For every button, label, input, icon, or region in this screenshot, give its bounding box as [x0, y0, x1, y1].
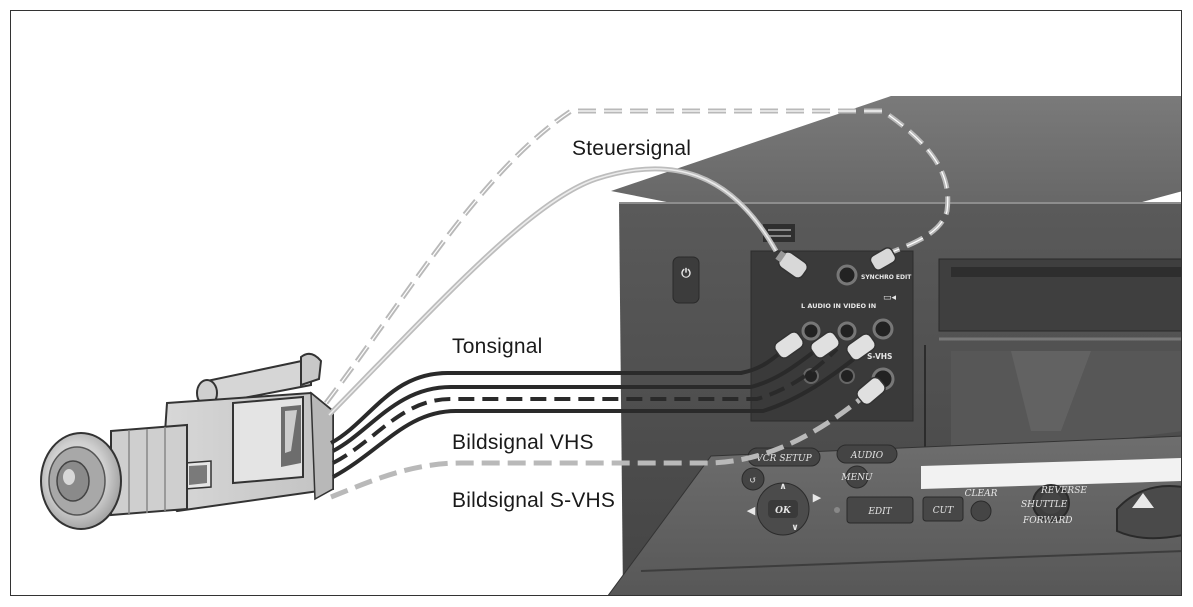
- svg-text:REVERSE: REVERSE: [1040, 486, 1087, 496]
- sync-socket[interactable]: [838, 266, 856, 284]
- camcorder: [41, 354, 333, 529]
- audio-button[interactable]: AUDIO: [837, 445, 897, 463]
- audio-right-socket[interactable]: [839, 323, 855, 339]
- svg-text:SHUTTLE: SHUTTLE: [1021, 500, 1068, 510]
- camera-symbol-icon: ▭◂: [883, 293, 897, 303]
- label-steuersignal: Steuersignal: [572, 137, 691, 161]
- ok-button[interactable]: OK: [775, 506, 792, 516]
- audio-left-socket[interactable]: [803, 323, 819, 339]
- svg-text:EDIT: EDIT: [867, 507, 892, 517]
- svg-text:CLEAR: CLEAR: [965, 489, 998, 499]
- svg-text:AUDIO: AUDIO: [850, 451, 884, 461]
- audio-video-label: L AUDIO IN VIDEO IN: [801, 302, 876, 310]
- nav-right-icon[interactable]: ▶: [813, 491, 822, 504]
- return-button[interactable]: ↺: [742, 468, 764, 490]
- svg-text:CUT: CUT: [933, 506, 954, 516]
- edit-button[interactable]: EDIT: [847, 497, 913, 523]
- power-icon: ⏻: [681, 266, 691, 280]
- svg-text:FORWARD: FORWARD: [1022, 516, 1073, 526]
- label-bildsignal-vhs: Bildsignal VHS: [452, 431, 594, 455]
- nav-up-icon[interactable]: ∧: [779, 482, 786, 492]
- nav-left-icon[interactable]: ◀: [747, 504, 756, 517]
- video-recorder: ⏻ SYNCHRO EDIT L AUDIO IN VIDEO IN ▭◂ S-…: [607, 96, 1182, 596]
- cut-button[interactable]: CUT: [923, 497, 963, 521]
- svg-text:MENU: MENU: [840, 473, 873, 483]
- svhs-label: S-VHS: [867, 352, 892, 361]
- power-button[interactable]: [673, 257, 699, 303]
- diagram-frame: ⏻ SYNCHRO EDIT L AUDIO IN VIDEO IN ▭◂ S-…: [10, 10, 1182, 596]
- svg-text:VCR SETUP: VCR SETUP: [756, 454, 812, 464]
- label-bildsignal-svhs: Bildsignal S-VHS: [452, 489, 615, 513]
- return-icon: ↺: [749, 476, 757, 486]
- nav-down-icon[interactable]: ∨: [791, 523, 798, 533]
- label-tonsignal: Tonsignal: [452, 335, 543, 359]
- sync-label: SYNCHRO EDIT: [861, 274, 912, 281]
- video-in-socket[interactable]: [874, 320, 892, 338]
